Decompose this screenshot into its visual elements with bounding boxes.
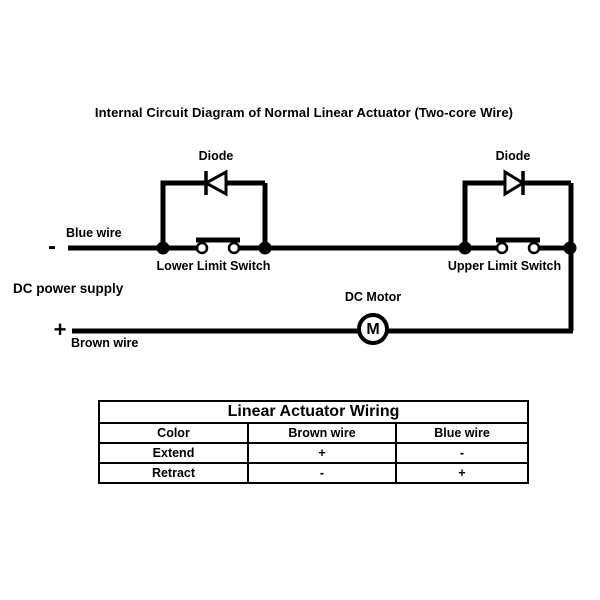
wiring-table: Linear Actuator Wiring Color Brown wire … <box>98 400 529 484</box>
switch-contacts <box>195 241 541 255</box>
lower-limit-switch-label: Lower Limit Switch <box>156 259 271 273</box>
table-title-row: Linear Actuator Wiring <box>98 400 529 424</box>
diode-right-symbol <box>503 169 526 197</box>
table-row-retract: Retract - + <box>98 462 529 484</box>
extend-brown-polarity: + <box>247 442 397 464</box>
junction-dot <box>156 241 170 255</box>
lower-switch-contact <box>227 241 241 255</box>
diode-left-symbol <box>202 169 228 197</box>
diode-left-label: Diode <box>198 149 234 163</box>
junction-dot <box>258 241 272 255</box>
brown-wire-label: Brown wire <box>71 336 139 350</box>
table-row-extend: Extend + - <box>98 442 529 464</box>
upper-switch-contact <box>495 241 509 255</box>
dc-power-supply-label: DC power supply <box>13 281 124 296</box>
page-title: Internal Circuit Diagram of Normal Linea… <box>94 105 514 120</box>
table-title: Linear Actuator Wiring <box>98 400 529 424</box>
retract-blue-polarity: + <box>395 462 529 484</box>
motor-circle <box>357 313 389 345</box>
blue-wire-label: Blue wire <box>66 226 122 240</box>
extend-blue-polarity: - <box>395 442 529 464</box>
dc-motor-label: DC Motor <box>344 290 402 304</box>
col-header-blue-wire: Blue wire <box>395 422 529 444</box>
diode-loop-left <box>160 180 268 251</box>
row-label: Extend <box>98 442 249 464</box>
diode-loop-right <box>462 180 574 331</box>
junction-dot <box>458 241 472 255</box>
col-header-brown-wire: Brown wire <box>247 422 397 444</box>
upper-limit-switch-label: Upper Limit Switch <box>447 259 562 273</box>
motor-letter: M <box>366 321 380 338</box>
retract-brown-polarity: - <box>247 462 397 484</box>
diode-right-label: Diode <box>495 149 531 163</box>
junction-dot <box>563 241 577 255</box>
col-header-color: Color <box>98 422 249 444</box>
row-label: Retract <box>98 462 249 484</box>
minus-terminal-label: - <box>48 233 56 260</box>
upper-switch-contact <box>527 241 541 255</box>
junction-dots <box>156 241 577 255</box>
lower-switch-contact <box>195 241 209 255</box>
table-header-row: Color Brown wire Blue wire <box>98 422 529 444</box>
plus-terminal-label: + <box>53 317 67 342</box>
